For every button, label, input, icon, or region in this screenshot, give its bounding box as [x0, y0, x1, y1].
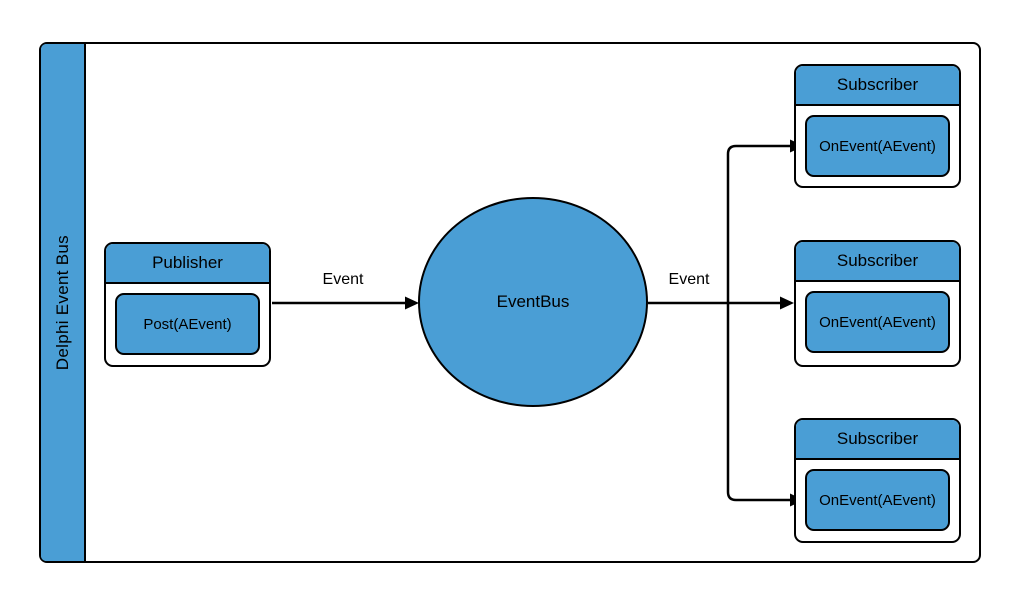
subscriber-2-title: Subscriber	[796, 242, 959, 282]
publisher-body: Post(AEvent)	[106, 284, 269, 365]
subscriber-3-body: OnEvent(AEvent)	[796, 460, 959, 541]
event-bus-label: EventBus	[496, 292, 570, 311]
event-label-subscriber-side: Event	[668, 271, 710, 288]
subscriber-node-2: Subscriber OnEvent(AEvent)	[794, 240, 961, 367]
subscriber-1-body: OnEvent(AEvent)	[796, 106, 959, 186]
publisher-title: Publisher	[106, 244, 269, 284]
lane-title: Delphi Event Bus	[52, 234, 72, 371]
publisher-method: Post(AEvent)	[115, 293, 260, 355]
subscriber-2-method: OnEvent(AEvent)	[805, 291, 950, 353]
publisher-node: Publisher Post(AEvent)	[104, 242, 271, 367]
subscriber-3-method: OnEvent(AEvent)	[805, 469, 950, 531]
subscriber-node-1: Subscriber OnEvent(AEvent)	[794, 64, 961, 188]
event-bus-node: EventBus	[418, 197, 648, 407]
lane-title-bar: Delphi Event Bus	[41, 44, 86, 561]
subscriber-1-title: Subscriber	[796, 66, 959, 106]
subscriber-3-title: Subscriber	[796, 420, 959, 460]
subscriber-1-method: OnEvent(AEvent)	[805, 115, 950, 177]
event-label-publisher-side: Event	[322, 271, 364, 288]
subscriber-2-body: OnEvent(AEvent)	[796, 282, 959, 365]
subscriber-node-3: Subscriber OnEvent(AEvent)	[794, 418, 961, 543]
